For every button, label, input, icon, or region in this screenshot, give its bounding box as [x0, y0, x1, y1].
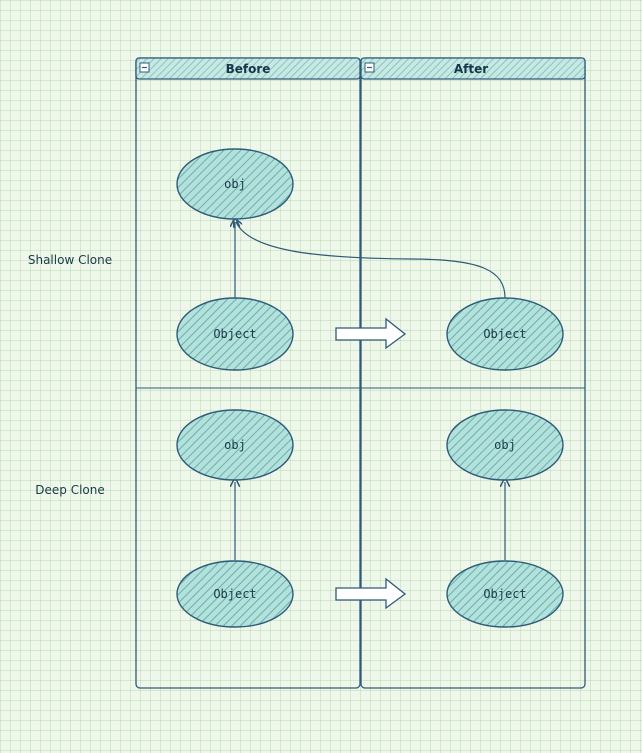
node-shallow-before-object[interactable]: Object: [176, 297, 294, 371]
row-label-shallow-clone: Shallow Clone: [28, 253, 112, 267]
node-shallow-after-object[interactable]: Object: [446, 297, 564, 371]
node-label: obj: [224, 438, 246, 452]
lane-after-header: [360, 57, 586, 80]
node-label: Object: [213, 327, 256, 341]
lane-before-title: Before: [226, 62, 271, 76]
lane-before-collapse-button[interactable]: [139, 62, 150, 73]
lane-before: Before: [135, 57, 361, 689]
node-deep-before-obj[interactable]: obj: [176, 409, 294, 481]
transition-arrow-shallow: [335, 317, 407, 350]
node-deep-after-object[interactable]: Object: [446, 560, 564, 628]
node-label: obj: [494, 438, 516, 452]
node-deep-before-object[interactable]: Object: [176, 560, 294, 628]
node-label: Object: [213, 587, 256, 601]
node-label: obj: [224, 177, 246, 191]
row-label-deep-clone: Deep Clone: [35, 483, 104, 497]
node-shallow-before-obj[interactable]: obj: [176, 148, 294, 220]
node-deep-after-obj[interactable]: obj: [446, 409, 564, 481]
node-label: Object: [483, 327, 526, 341]
lane-after: After: [360, 57, 586, 689]
node-label: Object: [483, 587, 526, 601]
lane-after-collapse-button[interactable]: [364, 62, 375, 73]
connectors: [235, 222, 505, 560]
edge-shallow-after-object-to-shared-obj: [236, 222, 506, 299]
transition-arrow-deep: [335, 577, 407, 610]
lane-after-title: After: [454, 62, 488, 76]
lane-before-header: [135, 57, 361, 80]
